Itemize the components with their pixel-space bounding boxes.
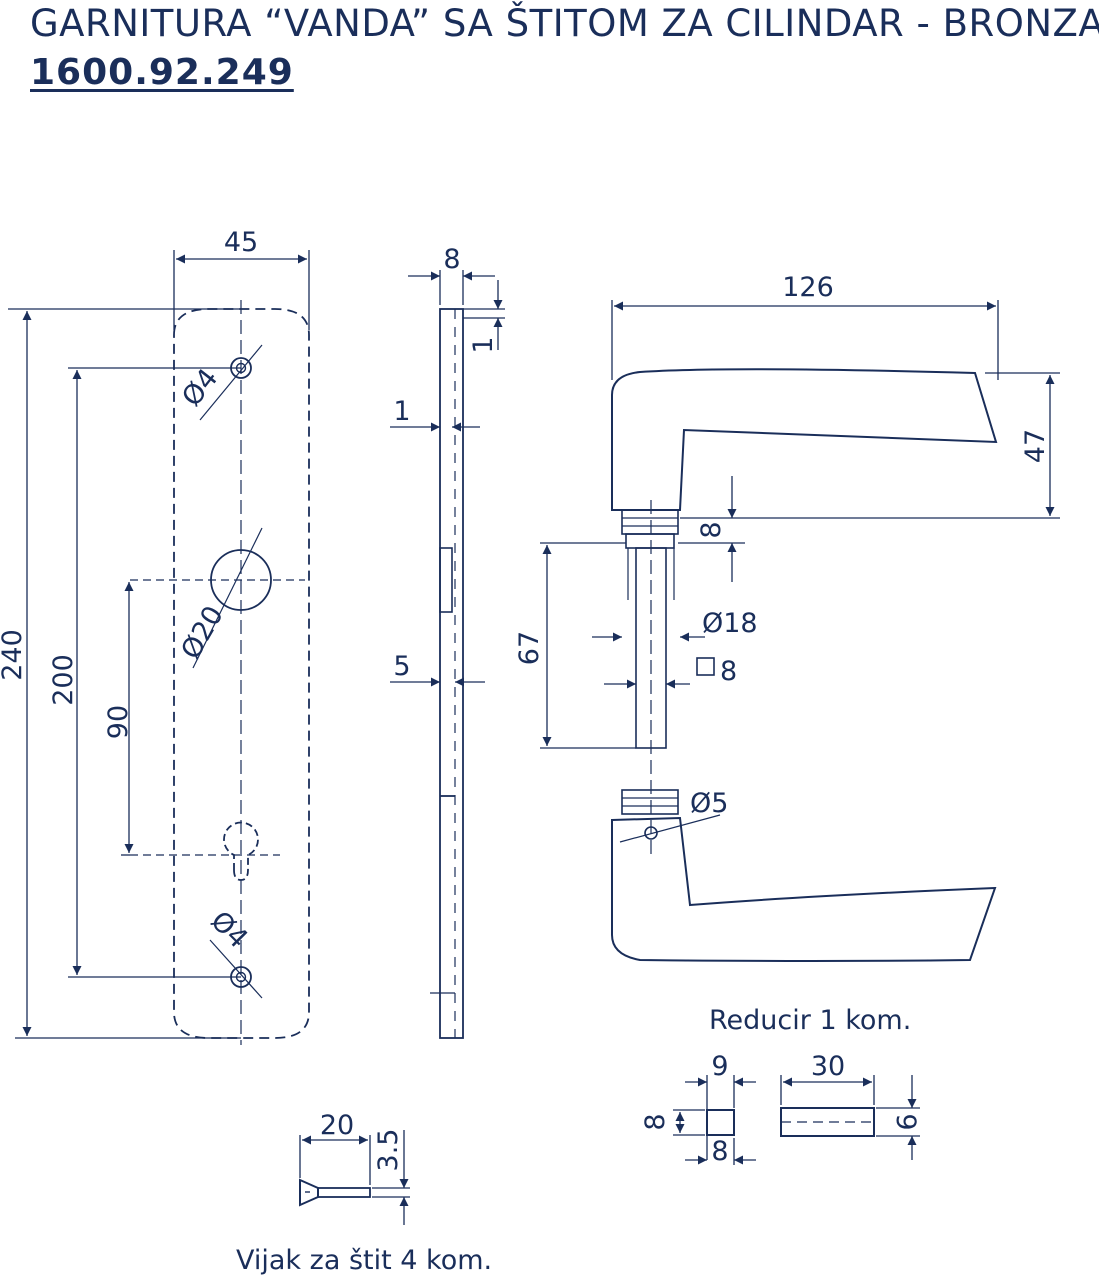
spindle-hole (210, 549, 272, 611)
dim-screw-length: 20 (320, 1110, 354, 1141)
side-dimension-lines (390, 270, 505, 687)
dim-plate-width: 45 (224, 227, 258, 258)
dim-hole-bottom: Ø4 (204, 905, 253, 954)
dim-screw-spacing: 200 (48, 654, 79, 706)
dim-reducer-height: 8 (640, 1113, 671, 1130)
escutcheon-plate-front (130, 300, 310, 1045)
grub-screw-hole (644, 826, 658, 840)
countersunk-screw (299, 1178, 371, 1207)
dim-reducer-length: 30 (811, 1051, 845, 1082)
reducer-part (706, 1107, 875, 1137)
square-symbol-icon (696, 657, 715, 676)
dim-handle-cylinder: 90 (103, 705, 134, 739)
dim-side-thickness: 8 (443, 244, 460, 275)
cylinder-cutout (223, 821, 259, 881)
dim-screw-diameter: 3.5 (373, 1129, 404, 1172)
screw-dimension-lines (299, 1130, 410, 1225)
dim-grub-screw: Ø5 (690, 788, 728, 819)
reducer-caption: Reducir 1 kom. (709, 1005, 912, 1036)
product-code: 1600.92.249 (30, 52, 294, 93)
escutcheon-plate-side (430, 308, 464, 1039)
dim-side-depth: 5 (393, 651, 410, 682)
lever-handle-top (611, 368, 998, 860)
dim-reducer-width: 9 (711, 1051, 728, 1082)
dim-plate-height: 240 (0, 629, 28, 681)
dim-spindle-square: 8 (720, 656, 737, 687)
reducer-dimension-lines (673, 1075, 920, 1165)
dimension-labels: 45 240 200 90 Ø4 Ø20 Ø4 8 1 1 5 126 47 8… (0, 227, 1051, 1171)
lever-handle-bottom (611, 789, 997, 962)
dim-side-offset: 1 (468, 336, 499, 353)
dim-spindle-length: 67 (514, 631, 545, 665)
dim-handle-length: 126 (782, 272, 834, 303)
screw-caption: Vijak za štit 4 kom. (236, 1245, 493, 1276)
handle-dimension-lines (540, 300, 1060, 749)
dim-hole-top: Ø4 (176, 363, 224, 412)
plate-dimension-lines (8, 250, 310, 1039)
dim-collar: 8 (696, 521, 727, 538)
drawing-title: GARNITURA “VANDA” SA ŠTITOM ZA CILINDAR … (30, 2, 1099, 45)
dim-handle-height: 47 (1020, 429, 1051, 463)
dim-reducer-inner: 8 (711, 1136, 728, 1167)
dim-rose-diameter: Ø18 (702, 608, 758, 639)
dim-reducer-side: 9 (890, 1113, 921, 1130)
dim-side-rim: 1 (393, 396, 410, 427)
